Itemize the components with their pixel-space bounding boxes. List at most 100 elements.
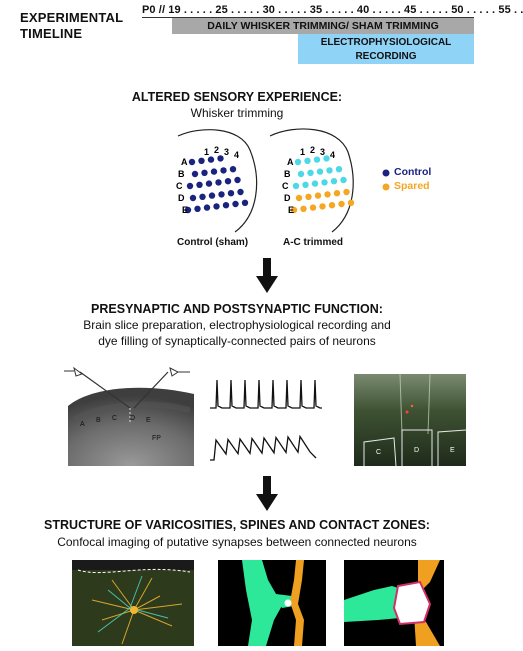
whisker-dot bbox=[199, 193, 206, 200]
whisker-dot bbox=[292, 182, 300, 190]
slice-label-fp: FP bbox=[152, 435, 161, 442]
whisker-dot bbox=[224, 178, 232, 185]
timeline-axis: P0 // 19 . . . . . 25 . . . . . 30 . . .… bbox=[142, 4, 523, 16]
whisker-dot bbox=[338, 200, 345, 208]
electrode-icon bbox=[79, 371, 131, 409]
label-control-sham: Control (sham) bbox=[177, 237, 249, 248]
whisker-dot bbox=[191, 170, 199, 178]
snout-outline-trimmed bbox=[269, 128, 354, 233]
whisker-dot bbox=[198, 157, 205, 164]
whisker-dot bbox=[300, 205, 307, 212]
whisker-dot bbox=[297, 170, 305, 178]
timeline-title: EXPERIMENTAL TIMELINE bbox=[20, 10, 123, 42]
whisker-dot bbox=[294, 158, 302, 166]
whisker-dot bbox=[186, 182, 194, 190]
timeline-title-line2: TIMELINE bbox=[20, 26, 83, 41]
slice-label-d: D bbox=[130, 415, 135, 422]
section2-subtitle-line2: dye filling of synaptically-connected pa… bbox=[98, 334, 376, 348]
whisker-dot bbox=[343, 188, 350, 196]
row-label-b-r: B bbox=[284, 169, 291, 179]
whisker-dot bbox=[290, 206, 298, 214]
whisker-dot bbox=[217, 155, 224, 162]
whisker-dot bbox=[208, 192, 216, 199]
presynaptic-trace bbox=[210, 379, 322, 409]
row-label-d-r: D bbox=[284, 193, 291, 203]
whisker-dot bbox=[313, 156, 321, 163]
whisker-dot bbox=[215, 179, 222, 186]
timeline-title-line1: EXPERIMENTAL bbox=[20, 10, 124, 25]
whisker-dot bbox=[207, 156, 215, 163]
whisker-dot bbox=[227, 190, 235, 197]
whisker-dot bbox=[321, 179, 328, 186]
whisker-dot bbox=[328, 202, 336, 209]
whisker-dot bbox=[196, 181, 203, 188]
whisker-dot bbox=[295, 194, 303, 202]
whisker-dot bbox=[229, 166, 237, 173]
trimmed-whisker-dots bbox=[290, 155, 355, 214]
whisker-dot bbox=[340, 176, 347, 184]
whisker-dot bbox=[316, 168, 324, 175]
row-label-a-r: A bbox=[287, 157, 294, 167]
whisker-dot bbox=[210, 168, 218, 175]
whisker-dot bbox=[311, 180, 319, 187]
whisker-dot bbox=[184, 206, 192, 214]
whisker-dot bbox=[324, 191, 331, 198]
section3-subtitle: Confocal imaging of putative synapses be… bbox=[57, 535, 417, 549]
spine-segmentation-image bbox=[218, 560, 326, 646]
whisker-dot bbox=[241, 199, 249, 206]
whisker-dot bbox=[232, 200, 239, 208]
col-label-4: 4 bbox=[234, 150, 239, 160]
whisker-dot bbox=[213, 203, 220, 210]
legend-control-dot bbox=[382, 169, 390, 177]
slice-label-b: B bbox=[96, 417, 101, 424]
slice-label-e: E bbox=[146, 417, 151, 424]
confocal-neuron-image bbox=[72, 560, 194, 646]
col-label-4-r: 4 bbox=[330, 150, 335, 160]
whisker-dot bbox=[302, 181, 309, 188]
row-label-c-r: C bbox=[282, 181, 289, 191]
whisker-dot bbox=[188, 158, 196, 166]
fluorescent-slice-image: C D E bbox=[354, 373, 467, 467]
whisker-dot bbox=[304, 157, 311, 164]
slice-label-a: A bbox=[80, 421, 85, 428]
row-label-d: D bbox=[178, 193, 185, 203]
slice-label-c: C bbox=[112, 415, 117, 422]
row-label-b: B bbox=[178, 169, 185, 179]
whisker-dot bbox=[335, 166, 343, 173]
whisker-dot bbox=[333, 190, 341, 197]
section2-title: PRESYNAPTIC AND POSTSYNAPTIC FUNCTION: bbox=[91, 302, 383, 316]
whisker-dot bbox=[189, 194, 197, 202]
panel-label-e: E bbox=[450, 447, 455, 454]
row-label-e: E bbox=[182, 205, 188, 215]
label-ac-trimmed: A-C trimmed bbox=[283, 237, 344, 248]
col-label-2-r: 2 bbox=[310, 145, 315, 155]
col-label-3-r: 3 bbox=[320, 147, 325, 157]
figure: EXPERIMENTAL TIMELINE P0 // 19 . . . . .… bbox=[20, 4, 523, 646]
contact-zone-image bbox=[344, 560, 444, 646]
electrode-icon-2 bbox=[133, 371, 169, 409]
whisker-dot bbox=[234, 176, 241, 184]
whisker-dot bbox=[203, 204, 211, 211]
legend-spared-dot bbox=[382, 183, 390, 191]
section3-title: STRUCTURE OF VARICOSITIES, SPINES AND CO… bbox=[44, 518, 430, 532]
panel-label-d: D bbox=[414, 447, 419, 454]
whisker-dot bbox=[218, 191, 225, 198]
recording-bar-line2: RECORDING bbox=[355, 51, 417, 62]
section2-subtitle-line1: Brain slice preparation, electrophysiolo… bbox=[83, 318, 391, 332]
col-label-2: 2 bbox=[214, 145, 219, 155]
whisker-dot bbox=[319, 203, 326, 210]
control-whisker-dots bbox=[184, 155, 249, 214]
whisker-dot bbox=[309, 204, 317, 211]
whisker-dot bbox=[220, 167, 227, 174]
whisker-dot bbox=[305, 193, 312, 200]
section1-title: ALTERED SENSORY EXPERIENCE: bbox=[131, 90, 343, 104]
legend-spared-label: Spared bbox=[394, 180, 430, 192]
postsynaptic-trace bbox=[210, 434, 317, 461]
row-label-a: A bbox=[181, 157, 188, 167]
whisker-diagram: 1 2 3 4 1 2 3 4 A B C D E A B C D E bbox=[176, 128, 390, 233]
panel-label-c: C bbox=[376, 449, 381, 456]
whisker-dot bbox=[201, 169, 208, 176]
whisker-dot bbox=[347, 199, 355, 206]
timeline-axis-line bbox=[142, 17, 474, 18]
col-label-1: 1 bbox=[204, 147, 209, 157]
